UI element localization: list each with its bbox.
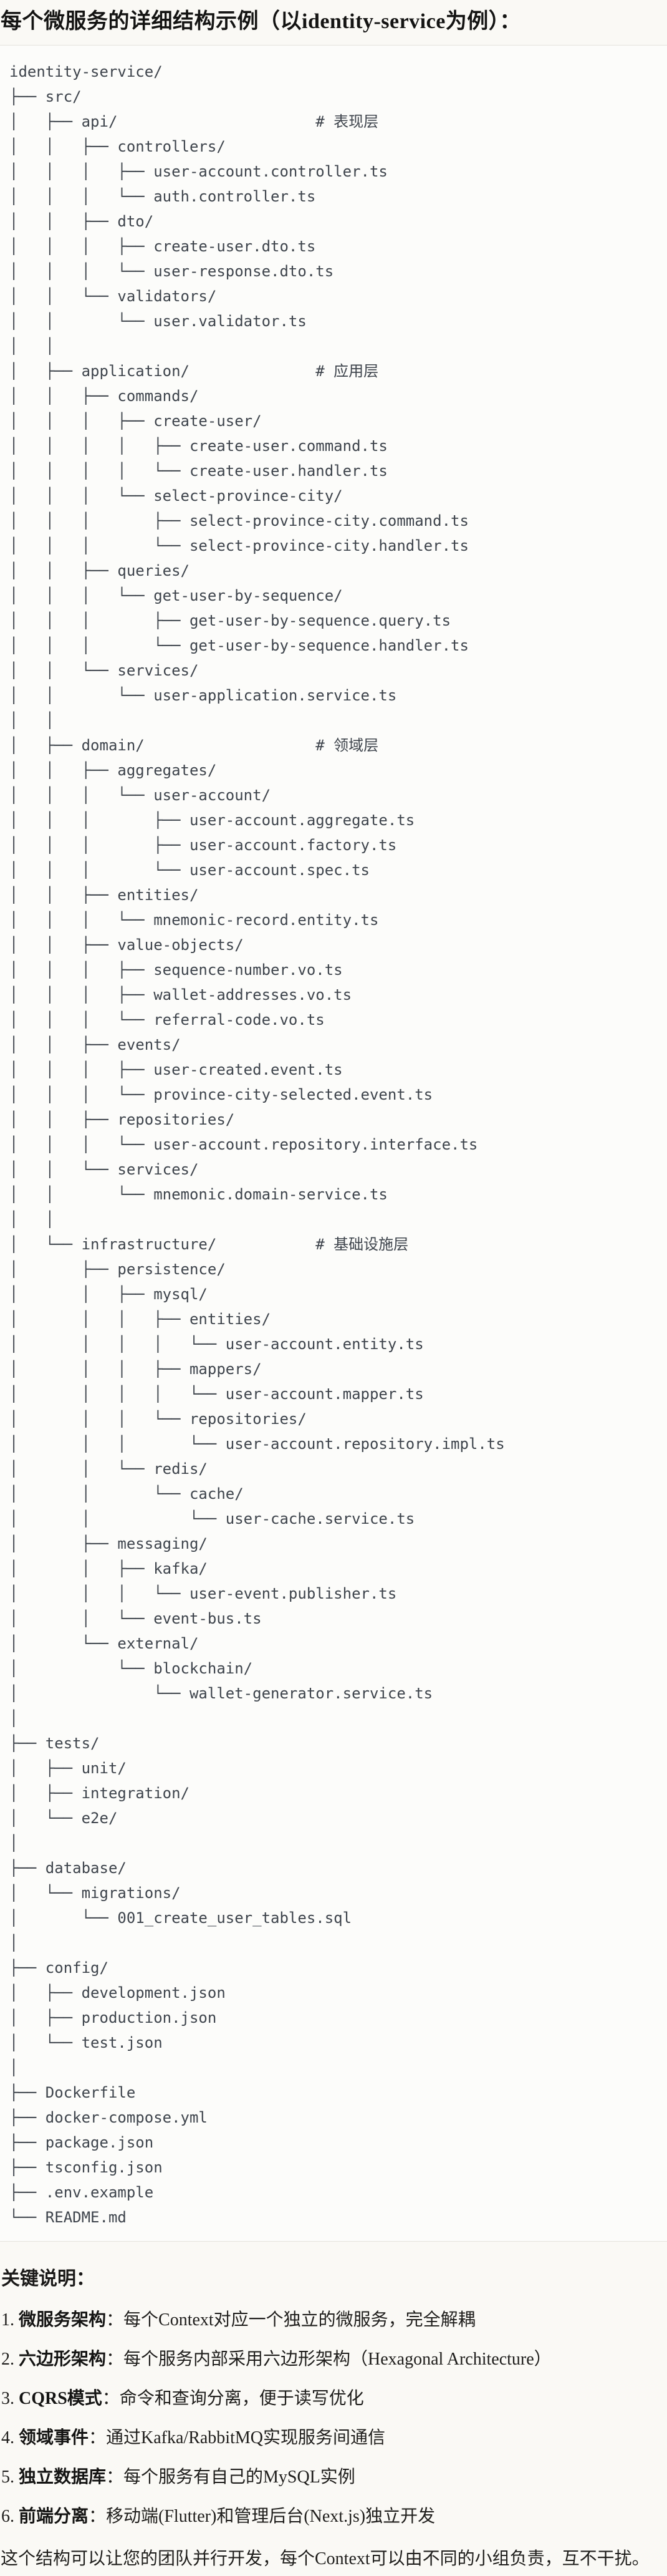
note-number: 6.	[1, 2507, 14, 2527]
note-item-1: 1.微服务架构：每个Context对应一个独立的微服务，完全解耦	[1, 2308, 667, 2333]
notes-heading: 关键说明：	[1, 2269, 95, 2290]
note-number: 2.	[1, 2350, 14, 2370]
document: 每个微服务的详细结构示例（以identity-service为例）： ident…	[0, 8, 667, 2572]
note-number: 4.	[1, 2428, 14, 2448]
note-number: 5.	[1, 2467, 14, 2487]
note-number: 1.	[1, 2310, 14, 2330]
note-item-5: 5.独立数据库：每个服务有自己的MySQL实例	[1, 2465, 667, 2490]
note-label: 六边形架构	[19, 2350, 107, 2370]
notes-list: 1.微服务架构：每个Context对应一个独立的微服务，完全解耦 2.六边形架构…	[0, 2308, 667, 2529]
note-text: ：移动端(Flutter)和管理后台(Next.js)独立开发	[89, 2507, 436, 2527]
note-text: ：每个Context对应一个独立的微服务，完全解耦	[106, 2310, 476, 2330]
note-item-4: 4.领域事件：通过Kafka/RabbitMQ实现服务间通信	[1, 2426, 667, 2451]
note-label: 微服务架构	[19, 2310, 107, 2330]
note-item-6: 6.前端分离：移动端(Flutter)和管理后台(Next.js)独立开发	[1, 2504, 667, 2529]
note-text: ：通过Kafka/RabbitMQ实现服务间通信	[89, 2428, 385, 2448]
note-label: CQRS模式	[19, 2389, 102, 2409]
note-number: 3.	[1, 2389, 14, 2409]
note-label: 领域事件	[19, 2428, 89, 2448]
closing-paragraph: 这个结构可以让您的团队并行开发，每个Context可以由不同的小组负责，互不干扰…	[1, 2549, 650, 2569]
note-text: ：命令和查询分离，便于读写优化	[102, 2389, 364, 2409]
note-label: 独立数据库	[19, 2467, 107, 2487]
note-item-3: 3.CQRS模式：命令和查询分离，便于读写优化	[1, 2386, 667, 2411]
note-label: 前端分离	[19, 2507, 89, 2527]
note-item-2: 2.六边形架构：每个服务内部采用六边形架构（Hexagonal Architec…	[1, 2347, 667, 2372]
directory-tree-code-block: identity-service/ ├── src/ │ ├── api/ # …	[0, 45, 667, 2242]
note-text: ：每个服务有自己的MySQL实例	[106, 2467, 355, 2487]
page-title: 每个微服务的详细结构示例（以identity-service为例）：	[1, 10, 521, 33]
note-text: ：每个服务内部采用六边形架构（Hexagonal Architecture）	[106, 2350, 552, 2370]
